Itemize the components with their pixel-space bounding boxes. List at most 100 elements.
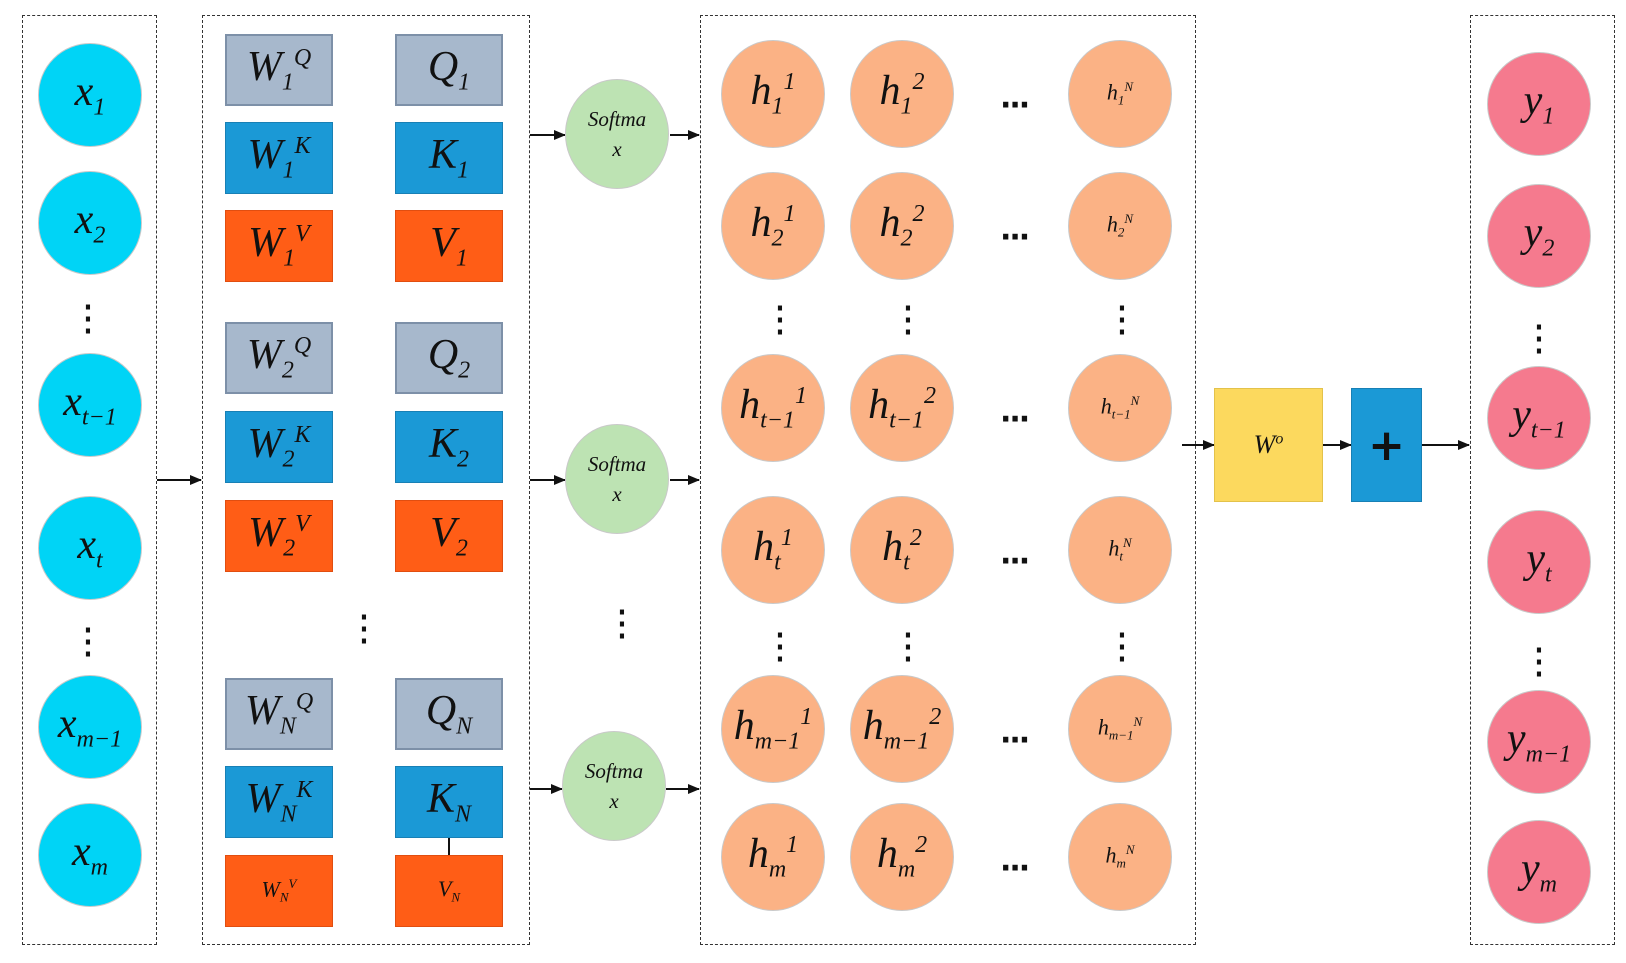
query-weight-box: W1Q xyxy=(225,34,333,106)
hidden-node: hm2 xyxy=(850,803,954,911)
hidden-node-sub: t xyxy=(903,549,910,576)
hidden-node-base: h xyxy=(868,382,890,429)
box-sub: 2 xyxy=(281,357,294,384)
hidden-node-base: h xyxy=(750,200,772,247)
box-sup: V xyxy=(295,221,310,248)
box-sup: V xyxy=(288,876,297,892)
box-base: K xyxy=(428,132,457,179)
box-sub: 2 xyxy=(457,446,469,473)
hidden-node-sub: 2 xyxy=(900,225,913,252)
hidden-node-base: h xyxy=(879,200,901,247)
output-node: yt xyxy=(1487,510,1591,614)
hidden-node: ht−11 xyxy=(721,354,825,462)
hidden-row-ellipsis: ··· xyxy=(1000,723,1030,758)
query-weight-box: WNQ xyxy=(225,678,333,750)
hidden-node-sub: t xyxy=(774,549,781,576)
hidden-node-sup: 2 xyxy=(929,704,942,731)
hidden-node: hm1 xyxy=(721,803,825,911)
key-box: K1 xyxy=(395,122,503,194)
hidden-node: hm−1N xyxy=(1068,675,1172,783)
hidden-node-sup: 2 xyxy=(915,832,928,859)
input-node: xt xyxy=(38,496,142,600)
hidden-node-sub: t−1 xyxy=(1111,406,1131,422)
output-node-sub: t xyxy=(1544,561,1552,588)
output-node-sub: 2 xyxy=(1542,235,1555,262)
hidden-node-sub: 2 xyxy=(1117,224,1125,240)
hidden-node-sup: 1 xyxy=(780,525,793,552)
input-node: xm xyxy=(38,803,142,907)
hidden-node: ht−12 xyxy=(850,354,954,462)
box-sup: Q xyxy=(295,689,314,716)
hidden-column-ellipsis: ··· xyxy=(1115,286,1129,356)
hidden-node: ht1 xyxy=(721,496,825,604)
hidden-node-sub: m xyxy=(1116,855,1126,871)
box-base: W xyxy=(246,44,282,91)
hidden-row-ellipsis: ··· xyxy=(1000,402,1030,437)
hidden-column-ellipsis: ··· xyxy=(901,286,915,356)
input-node-base: x xyxy=(74,69,94,116)
input-node-base: x xyxy=(77,522,96,569)
input-node: x1 xyxy=(38,43,142,147)
hidden-group-frame xyxy=(700,15,1196,945)
output-weight-sup: o xyxy=(1275,430,1284,448)
input-node-sub: m xyxy=(90,854,108,881)
input-node: xt−1 xyxy=(38,353,142,457)
output-group-frame xyxy=(1470,15,1615,945)
input-node-sub: m−1 xyxy=(76,726,123,753)
box-base: Q xyxy=(425,688,457,735)
softmax-label-line2: x xyxy=(612,137,622,161)
output-node: yt−1 xyxy=(1487,366,1591,470)
hidden-node-sup: N xyxy=(1124,211,1134,227)
box-base: V xyxy=(430,510,456,557)
box-sub: 1 xyxy=(457,157,469,184)
output-node-base: y xyxy=(1512,392,1531,439)
softmax-ellipsis: ··· xyxy=(615,590,629,660)
box-sub: 2 xyxy=(282,446,295,473)
hidden-node-base: h xyxy=(739,382,761,429)
hidden-node-sup: 1 xyxy=(783,201,796,228)
output-node-base: y xyxy=(1521,846,1540,893)
box-sub: 2 xyxy=(458,357,471,384)
box-base: K xyxy=(428,421,457,468)
hidden-node: hm−11 xyxy=(721,675,825,783)
hidden-node: h21 xyxy=(721,172,825,280)
box-sup: V xyxy=(295,511,310,538)
query-box: Q2 xyxy=(395,322,503,394)
box-base: K xyxy=(426,776,455,823)
value-box: V2 xyxy=(395,500,503,572)
value-weight-box: W1V xyxy=(225,210,333,282)
output-node-sub: t−1 xyxy=(1530,417,1566,444)
hidden-node-base: h xyxy=(1100,393,1112,419)
softmax-label-line1: Softma xyxy=(587,452,647,476)
key-weight-box: W1K xyxy=(225,122,333,194)
query-weight-box: W2Q xyxy=(225,322,333,394)
box-base: W xyxy=(247,421,283,468)
hidden-node-sub: m xyxy=(897,856,916,883)
box-base: Q xyxy=(427,332,459,379)
output-weight-box: Wo xyxy=(1214,388,1323,502)
hidden-node-sup: 1 xyxy=(794,383,807,410)
hidden-row-ellipsis: ··· xyxy=(1000,220,1030,255)
input-node-sub: t−1 xyxy=(81,404,117,431)
input-group-frame xyxy=(22,15,157,945)
output-node: y1 xyxy=(1487,52,1591,156)
output-node: ym−1 xyxy=(1487,690,1591,794)
softmax-label-line1: Softma xyxy=(587,107,647,131)
hidden-column-ellipsis: ··· xyxy=(773,613,787,683)
output-ellipsis: ··· xyxy=(1532,628,1546,698)
box-sub: N xyxy=(456,713,473,740)
hidden-node-base: h xyxy=(733,703,755,750)
hidden-node-base: h xyxy=(882,524,904,571)
hidden-node-sup: N xyxy=(1125,842,1135,858)
softmax-label-line1: Softma xyxy=(584,759,644,783)
hidden-node-base: h xyxy=(879,68,901,115)
box-sub: N xyxy=(455,801,472,828)
hidden-node-sup: N xyxy=(1124,79,1134,95)
plus-sign: + xyxy=(1368,419,1405,471)
hidden-column-ellipsis: ··· xyxy=(773,286,787,356)
hidden-node-sub: 2 xyxy=(771,225,784,252)
query-box: QN xyxy=(395,678,503,750)
box-sub: 2 xyxy=(283,535,296,562)
input-node-sub: t xyxy=(95,547,103,574)
